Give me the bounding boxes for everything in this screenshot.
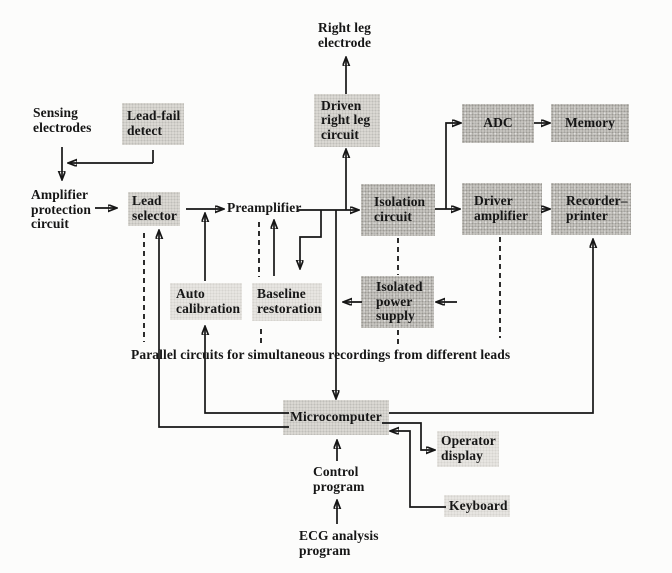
driver-amplifier-label: Driver amplifier <box>474 193 529 223</box>
node-control-program: Control program <box>313 464 365 494</box>
node-microcomputer: Microcomputer <box>283 400 389 435</box>
conn-microcomputer-to-autocal <box>205 327 289 414</box>
isolated-power-supply-label: Isolated power supply <box>376 279 423 324</box>
operator-display-label: Operator display <box>441 433 496 463</box>
conn-microcomputer-to-leadselector <box>159 231 289 428</box>
node-driver-amplifier: Driver amplifier <box>462 183 542 235</box>
conn-microcomputer-to-display <box>382 422 434 450</box>
node-isolation-circuit: Isolation circuit <box>361 184 435 236</box>
node-right-leg-electrode: Right leg electrode <box>318 20 372 50</box>
parallel-circuits-caption: Parallel circuits for simultaneous recor… <box>131 347 511 362</box>
lead-fail-detect-label: Lead-fail detect <box>127 108 181 138</box>
node-lead-selector: Lead selector <box>128 192 180 226</box>
memory-label: Memory <box>564 114 616 130</box>
auto-calibration-label: Auto calibration <box>176 285 241 316</box>
node-auto-calibration: Auto calibration <box>170 283 242 320</box>
adc-label: ADC <box>483 115 513 131</box>
node-preamplifier: Preamplifier <box>227 200 302 215</box>
node-driven-right-leg-circuit: Driven right leg circuit <box>314 94 380 147</box>
node-adc: ADC <box>462 104 534 143</box>
conn-branch-to-adc <box>445 123 460 209</box>
baseline-restoration-label: Baseline restoration <box>257 286 322 316</box>
recorder-printer-label: Recorder– printer <box>566 193 628 223</box>
node-amplifier-protection-circuit: Amplifier protection circuit <box>31 187 91 232</box>
node-recorder-printer: Recorder– printer <box>551 183 631 235</box>
lead-selector-label: Lead selector <box>132 193 178 223</box>
conn-line-to-baseline <box>300 210 322 268</box>
node-isolated-power-supply: Isolated power supply <box>361 276 434 328</box>
node-lead-fail-detect: Lead-fail detect <box>122 103 184 145</box>
node-baseline-restoration: Baseline restoration <box>252 283 322 321</box>
node-memory: Memory <box>551 104 629 142</box>
node-keyboard: Keyboard <box>444 495 510 517</box>
isolation-circuit-label: Isolation circuit <box>374 194 426 224</box>
keyboard-label: Keyboard <box>449 497 508 513</box>
node-ecg-analysis-program: ECG analysis program <box>299 528 379 558</box>
node-operator-display: Operator display <box>437 431 499 467</box>
microcomputer-label: Microcomputer <box>290 409 382 425</box>
driven-right-leg-circuit-label: Driven right leg circuit <box>321 97 371 142</box>
node-sensing-electrodes: Sensing electrodes <box>33 105 92 135</box>
